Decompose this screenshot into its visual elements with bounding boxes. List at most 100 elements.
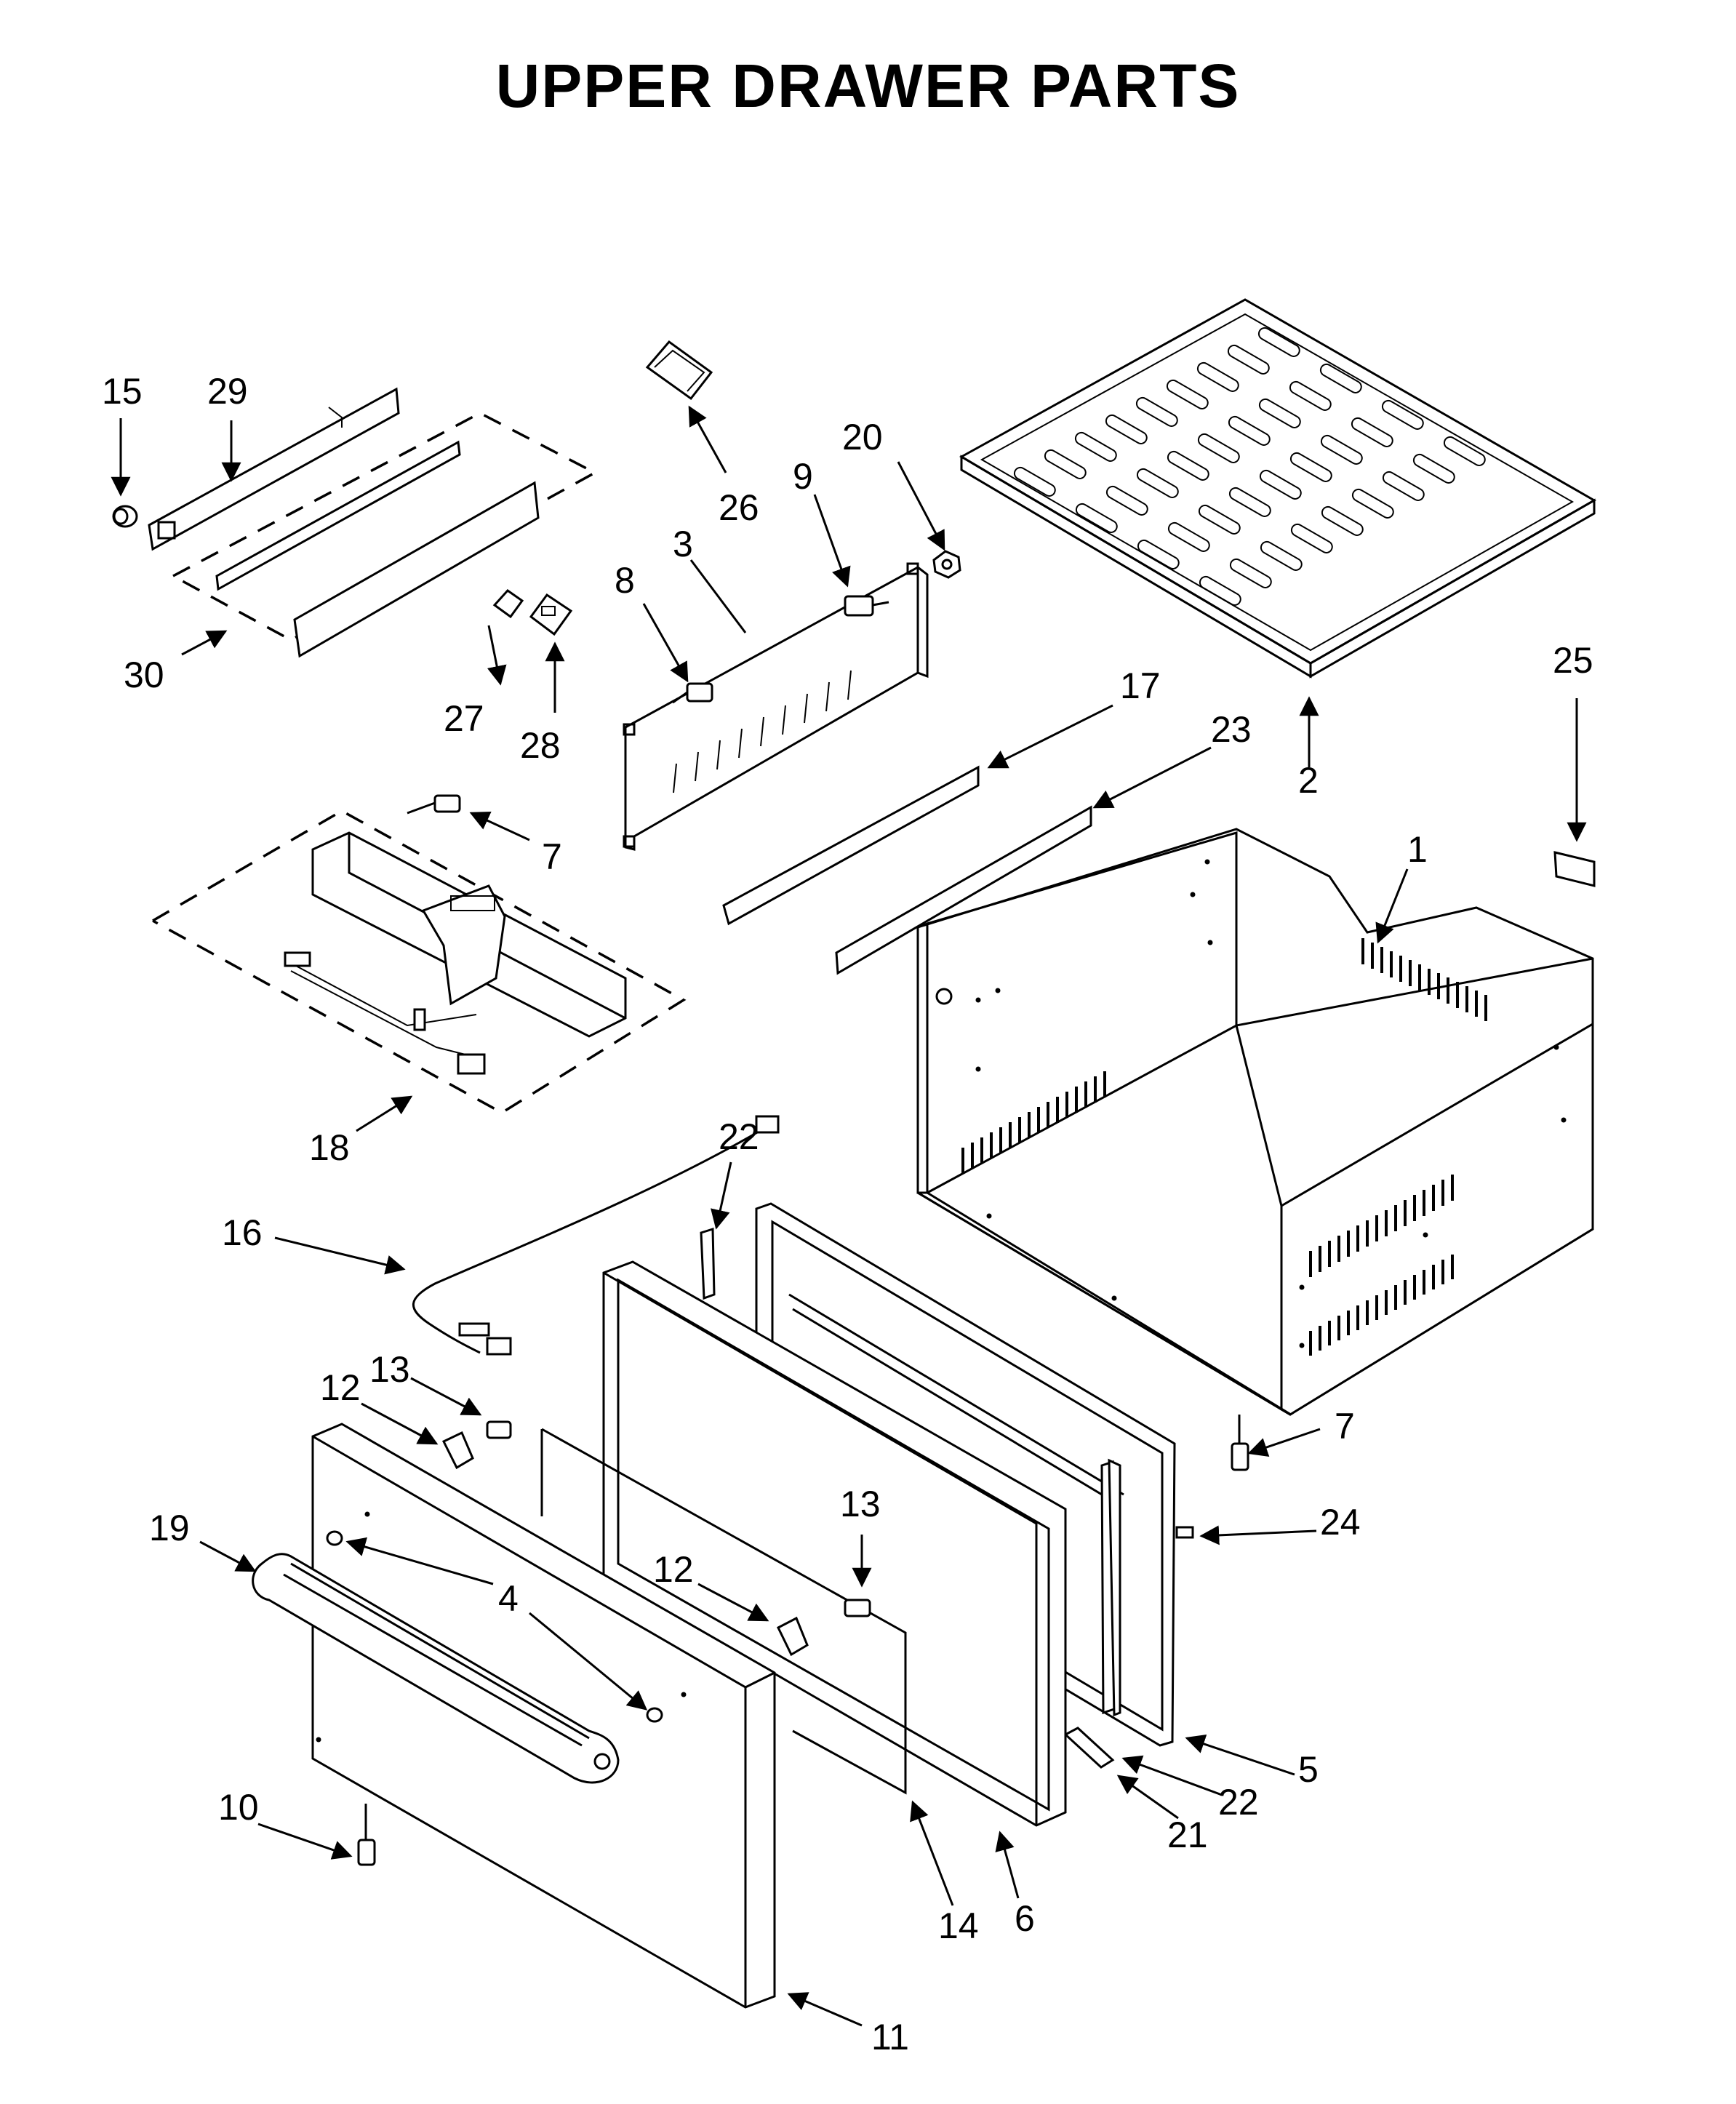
part-28-chip	[529, 593, 573, 636]
vent-slot	[1394, 1285, 1397, 1310]
callout-18: 18	[309, 1127, 350, 1168]
callout-29: 29	[207, 371, 248, 412]
shelf-slot	[1257, 327, 1300, 357]
part-15-knob	[112, 505, 138, 528]
shelf-slot	[1167, 521, 1210, 552]
vent-slot	[1399, 956, 1402, 982]
vent-slot	[1347, 1311, 1350, 1335]
shelf-slot	[1229, 558, 1272, 588]
vent-slot	[1103, 1071, 1106, 1097]
part-1-drawer-bin	[916, 828, 1594, 1416]
part-17-strip	[722, 765, 980, 926]
part-21-spacer	[1063, 1727, 1115, 1769]
shelf-slot	[1167, 450, 1209, 481]
vent-slot	[1394, 1205, 1397, 1231]
part-8-screw	[672, 682, 713, 704]
vent-slot	[1447, 977, 1449, 1004]
shelf-slot	[1075, 503, 1118, 533]
part-4-screw-b	[646, 1707, 663, 1723]
vent-slot	[1361, 938, 1364, 964]
callout-14: 14	[938, 1905, 979, 1946]
vent-slot	[1437, 973, 1440, 999]
callout-22b: 22	[1218, 1782, 1259, 1823]
callout-4: 4	[498, 1578, 519, 1619]
vent-slot	[1390, 951, 1393, 977]
shelf-slot	[1074, 431, 1117, 462]
callout-25: 25	[1553, 640, 1593, 681]
panel-vent	[716, 740, 721, 770]
callout-12b: 12	[653, 1549, 694, 1590]
part-19-handle	[252, 1553, 620, 1784]
part-26-module	[645, 340, 713, 401]
shelf-slot	[1136, 468, 1179, 498]
callout-10: 11	[871, 2017, 909, 2057]
callout-6: 6	[1015, 1898, 1035, 1939]
vent-slot	[1451, 1255, 1454, 1279]
vent-slot	[1465, 986, 1468, 1012]
vent-slot	[1366, 1300, 1369, 1325]
vent-slot	[1009, 1122, 1012, 1148]
vent-slot	[1366, 1220, 1369, 1247]
page-title: UPPER DRAWER PARTS	[495, 52, 1241, 120]
callout-26: 26	[719, 487, 759, 528]
vent-slot	[1075, 1087, 1078, 1113]
part-12-bracket-b	[777, 1616, 809, 1657]
panel-vent	[760, 716, 764, 747]
vent-slot	[1371, 943, 1374, 969]
vent-slot	[1484, 995, 1487, 1021]
part-7-screw-lower	[1231, 1415, 1249, 1471]
vent-slot	[1319, 1246, 1321, 1272]
vent-slot	[1456, 982, 1459, 1008]
vent-slot	[1337, 1236, 1340, 1262]
part-18-control-housing	[152, 809, 687, 1115]
vent-slot	[1423, 1190, 1425, 1216]
vent-slot	[1309, 1331, 1312, 1356]
vent-slot	[1441, 1180, 1444, 1206]
vent-slot	[990, 1132, 993, 1159]
callout-16: 16	[222, 1212, 263, 1253]
part-13-screw-b	[844, 1599, 871, 1617]
vent-slot	[1380, 947, 1383, 973]
callout-21: 21	[1167, 1815, 1208, 1855]
vent-slot	[1404, 1200, 1407, 1226]
shelf-slot	[1320, 434, 1363, 465]
vent-slot	[1337, 1316, 1340, 1340]
part-9-screw	[844, 595, 889, 617]
vent-slot	[1375, 1295, 1378, 1320]
vent-slot	[980, 1137, 983, 1164]
vent-slot	[1428, 969, 1431, 995]
callout-3: 3	[673, 524, 693, 564]
vent-slot	[1056, 1097, 1059, 1123]
shelf-slot	[1135, 396, 1178, 427]
shelf-slot	[1259, 469, 1302, 500]
part-2-shelf	[959, 298, 1597, 679]
callout-8: 8	[615, 560, 635, 601]
vent-slot	[1356, 1305, 1359, 1330]
callout-5: 5	[1298, 1749, 1319, 1790]
vent-slot	[999, 1127, 1002, 1153]
part-14-insulation	[540, 1428, 907, 1795]
vent-slot	[1451, 1175, 1454, 1201]
callout-23: 23	[1211, 709, 1252, 750]
vent-slot	[1375, 1215, 1378, 1241]
vent-slot	[1409, 960, 1412, 986]
shelf-slot	[1166, 379, 1209, 409]
vent-slot	[961, 1148, 964, 1174]
vent-slot	[1413, 1275, 1416, 1300]
vent-slot	[1385, 1290, 1388, 1315]
vent-slot	[1328, 1241, 1331, 1267]
callout-1: 1	[1407, 829, 1428, 870]
shelf-slot	[1319, 363, 1362, 393]
callout-7a: 7	[542, 836, 562, 877]
vent-slot	[1418, 964, 1421, 991]
shelf-slot	[1381, 399, 1424, 430]
shelf-slot	[1198, 504, 1241, 535]
part-27-chip	[492, 589, 524, 619]
leader-lines	[111, 405, 1587, 2027]
callout-7b: 7	[1335, 1406, 1355, 1447]
vent-slot	[1404, 1280, 1407, 1305]
panel-vent	[738, 728, 743, 759]
callout-13a: 13	[369, 1349, 410, 1390]
shelf-slot	[1227, 344, 1270, 375]
shelf-slot	[1137, 539, 1180, 569]
